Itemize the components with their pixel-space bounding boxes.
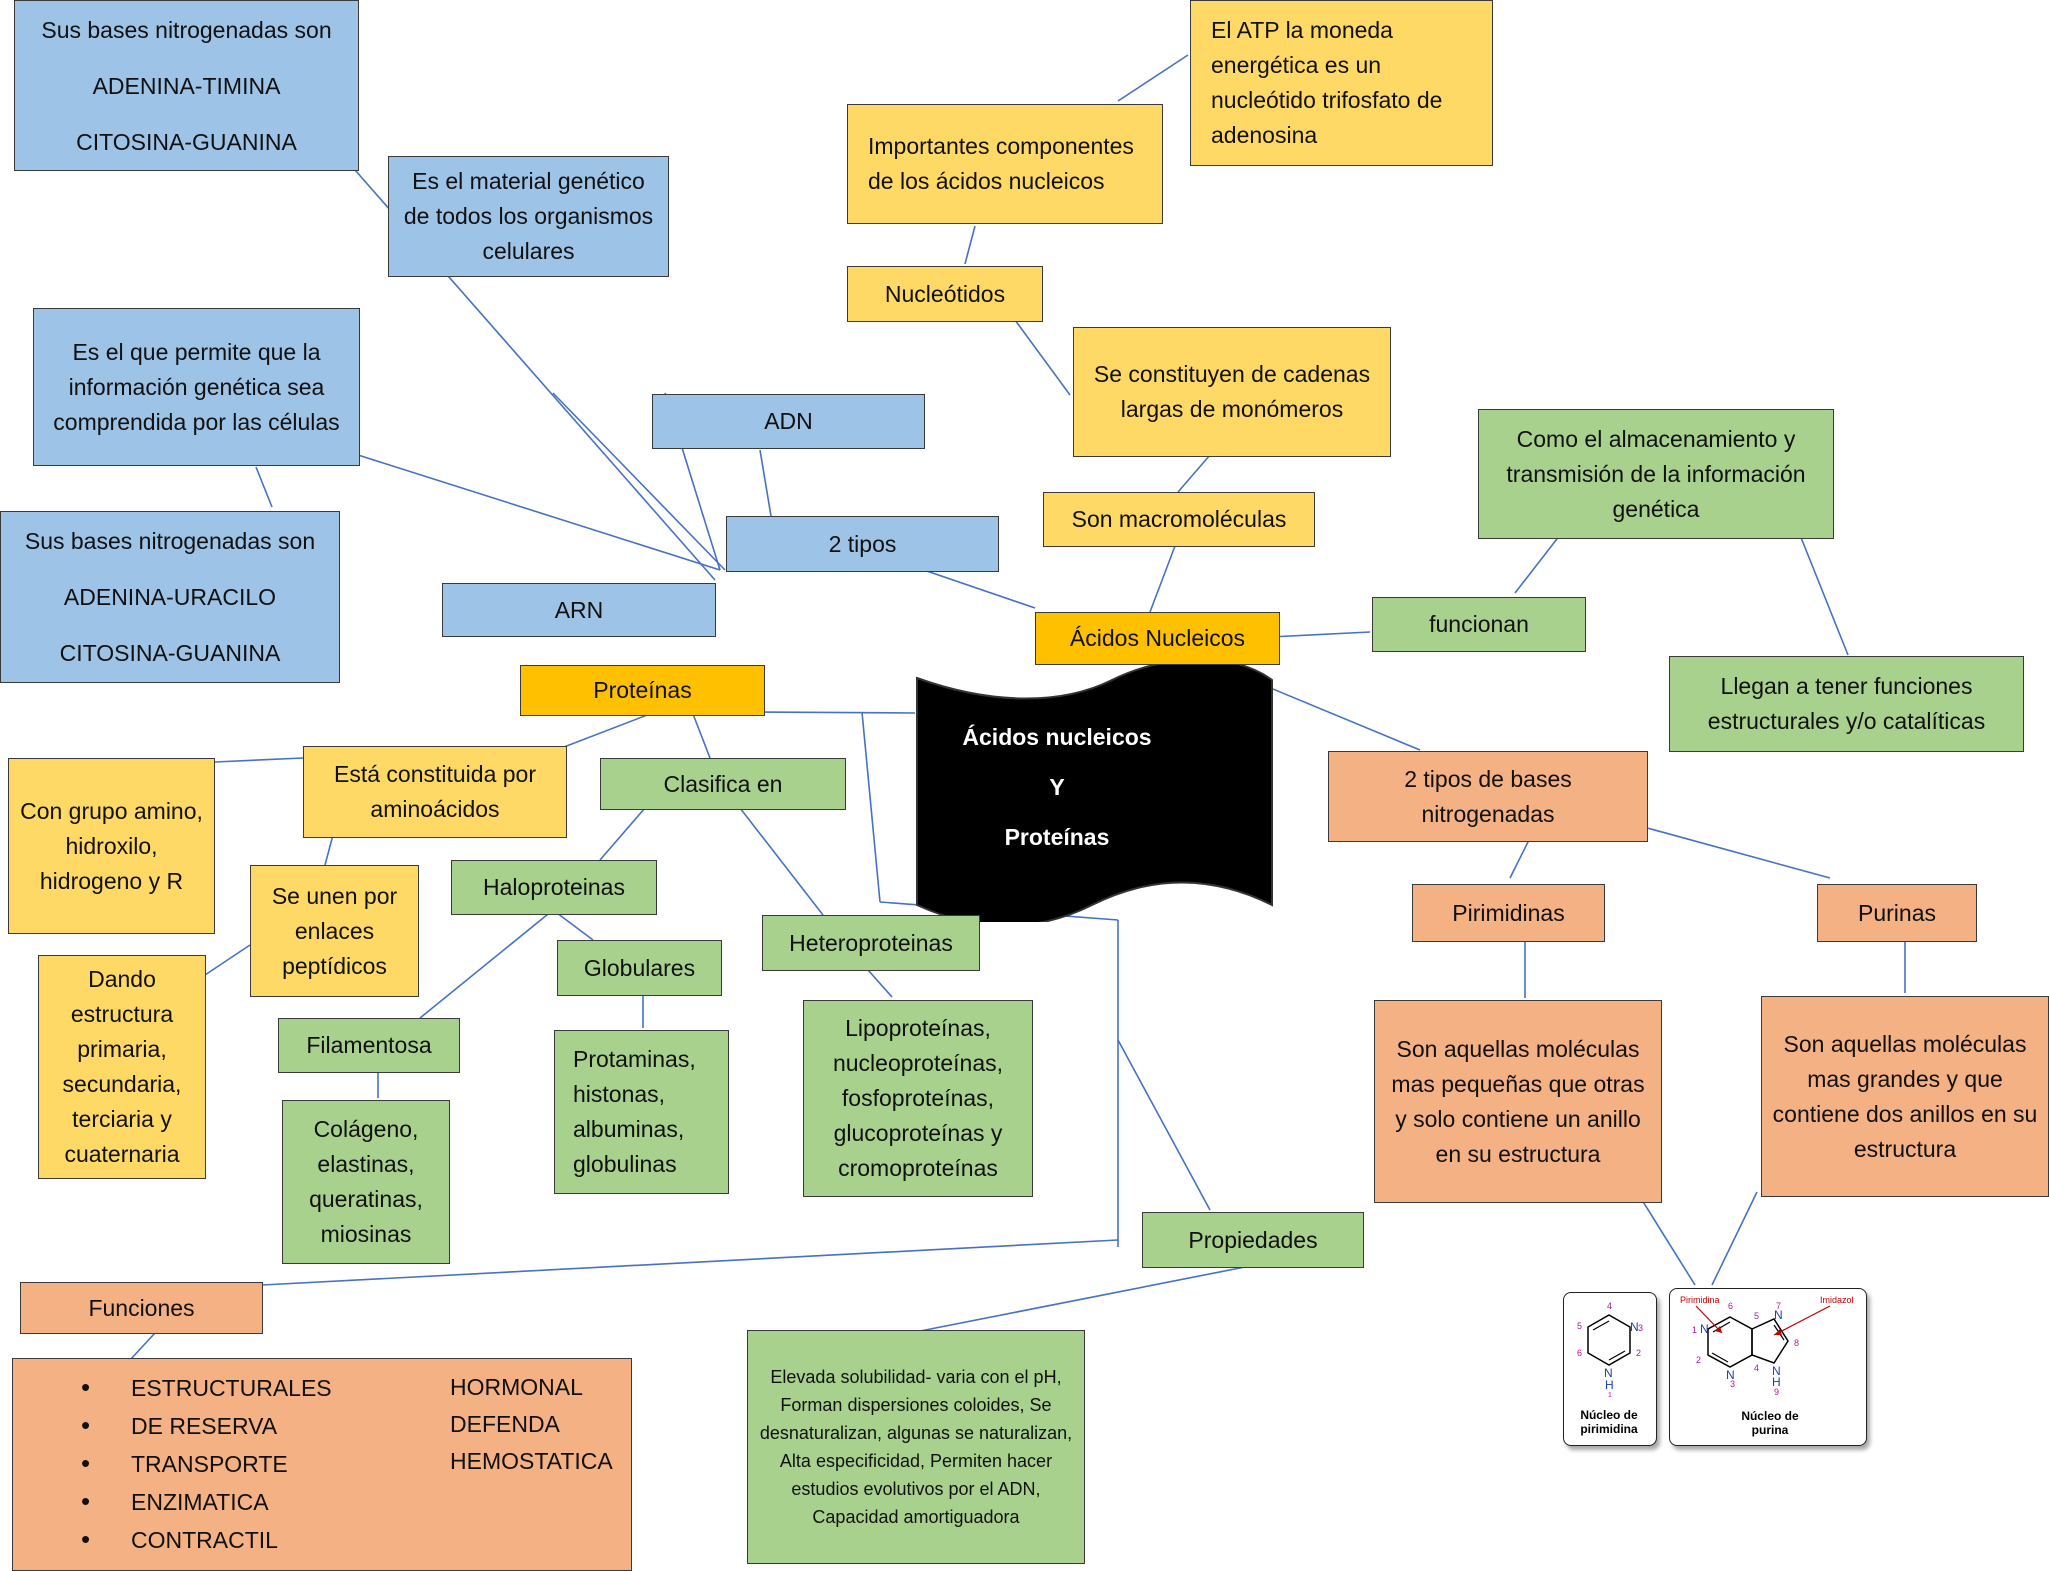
- svg-text:N: N: [1774, 1308, 1783, 1322]
- filamentosa-node: Filamentosa: [278, 1018, 460, 1073]
- grupo-node: Con grupo amino, hidroxilo, hidrogeno y …: [8, 758, 215, 934]
- funciones-list-col2: HORMONAL DEFENDA HEMOSTATICA: [450, 1369, 613, 1480]
- funcion-item-text: DE RESERVA: [131, 1413, 278, 1439]
- pyrimidine-structure-icon: N N H 4 5 6 3 2 1: [1577, 1301, 1643, 1399]
- funciones-list-box: ESTRUCTURALES DE RESERVA TRANSPORTE ENZI…: [12, 1358, 632, 1571]
- bases-arn-line2: ADENINA-URACILO: [63, 584, 277, 610]
- svg-text:4: 4: [1607, 1301, 1612, 1311]
- svg-text:5: 5: [1754, 1311, 1759, 1321]
- svg-text:9: 9: [1774, 1387, 1779, 1397]
- funcionan-node: funcionan: [1372, 597, 1586, 652]
- cadenas-node: Se constituyen de cadenas largas de monó…: [1073, 327, 1391, 457]
- central-title: Ácidos nucleicos Y Proteínas: [912, 712, 1202, 862]
- purine-structure-icon: N N N N H 1 6 5 7 8 9 4 3 2 Pirimidina I…: [1680, 1295, 1854, 1397]
- pirimidina-label: Pirimidina: [1680, 1295, 1720, 1305]
- funciones-list-col1: ESTRUCTURALES DE RESERVA TRANSPORTE ENZI…: [13, 1369, 332, 1559]
- central-title-line1: Ácidos nucleicos: [962, 724, 1152, 750]
- svg-text:N: N: [1772, 1364, 1781, 1378]
- svg-text:1: 1: [1692, 1325, 1697, 1335]
- atp-node: El ATP la moneda energética es un nucleó…: [1190, 0, 1493, 166]
- heteroproteinas-node: Heteroproteinas: [762, 915, 980, 971]
- propiedades-node: Propiedades: [1142, 1212, 1364, 1268]
- svg-text:N: N: [1604, 1366, 1613, 1380]
- adn-node: ADN: [652, 394, 925, 449]
- material-genetico-node: Es el material genético de todos los org…: [388, 156, 669, 277]
- heteroproteinas-ej-node: Lipoproteínas, nucleoproteínas, fosfopro…: [803, 1000, 1033, 1197]
- nucleotidos-node: Nucleótidos: [847, 266, 1043, 322]
- globulares-ej-node: Protaminas, histonas, albuminas, globuli…: [554, 1030, 729, 1194]
- svg-text:N: N: [1630, 1320, 1639, 1334]
- filamentosa-ej-node: Colágeno, elastinas, queratinas, miosina…: [282, 1100, 450, 1264]
- imidazol-label: Imidazol: [1820, 1295, 1854, 1305]
- funcion-item: HORMONAL: [450, 1374, 583, 1400]
- svg-text:6: 6: [1728, 1301, 1733, 1311]
- componentes-node: Importantes componentes de los ácidos nu…: [847, 104, 1163, 224]
- funciones-estructurales-node: Llegan a tener funciones estructurales y…: [1669, 656, 2024, 752]
- bases-adn-line3: CITOSINA-GUANINA: [76, 128, 297, 155]
- bases-arn-line1: Sus bases nitrogenadas son: [24, 528, 316, 554]
- central-title-line2: Y: [1049, 774, 1065, 800]
- funcion-item: CONTRACTIL: [13, 1521, 332, 1559]
- purinas-node: Purinas: [1817, 884, 1977, 942]
- svg-text:6: 6: [1577, 1348, 1582, 1358]
- svg-text:4: 4: [1754, 1363, 1759, 1373]
- purine-caption: Núcleo de purina: [1741, 1409, 1799, 1437]
- svg-text:5: 5: [1577, 1321, 1582, 1331]
- funciones-node: Funciones: [20, 1282, 263, 1334]
- funcion-item: DEFENDA: [450, 1411, 560, 1437]
- svg-text:2: 2: [1636, 1348, 1641, 1358]
- arn-node: ARN: [442, 583, 716, 637]
- svg-text:3: 3: [1730, 1379, 1735, 1389]
- propiedades-desc-node: Elevada solubilidad- varia con el pH, Fo…: [747, 1330, 1085, 1564]
- permite-node: Es el que permite que la información gen…: [33, 308, 360, 466]
- bases-adn-line1: Sus bases nitrogenadas son: [41, 16, 332, 43]
- enlaces-node: Se unen por enlaces peptídicos: [250, 865, 419, 997]
- svg-text:H: H: [1772, 1375, 1781, 1389]
- funcion-item-text: TRANSPORTE: [131, 1451, 288, 1477]
- central-wave-banner: [916, 660, 1273, 922]
- pyrimidine-figure: N N H 4 5 6 3 2 1: [1563, 1292, 1657, 1446]
- almacenamiento-node: Como el almacenamiento y transmisión de …: [1478, 409, 1834, 539]
- proteinas-node: Proteínas: [520, 665, 765, 716]
- pyrimidine-caption: Núcleo de pirimidina: [1580, 1408, 1638, 1436]
- svg-text:7: 7: [1776, 1301, 1781, 1311]
- svg-text:2: 2: [1696, 1355, 1701, 1365]
- acidos-nucleicos-node: Ácidos Nucleicos: [1035, 612, 1280, 665]
- purinas-desc-node: Son aquellas moléculas mas grandes y que…: [1761, 996, 2049, 1197]
- globulares-node: Globulares: [557, 940, 722, 996]
- dos-tipos-node: 2 tipos: [726, 516, 999, 572]
- pirimidinas-node: Pirimidinas: [1412, 884, 1605, 942]
- funcion-item: TRANSPORTE: [13, 1445, 332, 1483]
- clasifica-node: Clasifica en: [600, 758, 846, 810]
- funcion-item: DE RESERVA: [13, 1407, 332, 1445]
- haloproteinas-node: Haloproteinas: [451, 860, 657, 915]
- svg-text:N: N: [1700, 1322, 1709, 1336]
- funcion-item-text: ESTRUCTURALES: [131, 1375, 332, 1401]
- bases-tipos-node: 2 tipos de bases nitrogenadas: [1328, 751, 1648, 842]
- bases-adn-line2: ADENINA-TIMINA: [92, 72, 281, 99]
- funcion-item: ESTRUCTURALES: [13, 1369, 332, 1407]
- estructura-node: Dando estructura primaria, secundaria, t…: [38, 955, 206, 1179]
- svg-text:8: 8: [1794, 1338, 1799, 1348]
- svg-text:1: 1: [1608, 1392, 1612, 1399]
- svg-text:N: N: [1726, 1368, 1735, 1382]
- funcion-item: HEMOSTATICA: [450, 1448, 613, 1474]
- purine-figure: N N N N H 1 6 5 7 8 9 4 3 2 Pirimidina I…: [1669, 1288, 1867, 1446]
- svg-text:H: H: [1605, 1378, 1614, 1392]
- central-title-line3: Proteínas: [1004, 824, 1110, 850]
- pirimidinas-desc-node: Son aquellas moléculas mas pequeñas que …: [1374, 1000, 1662, 1203]
- funcion-item-text: CONTRACTIL: [131, 1527, 278, 1553]
- constituida-node: Está constituida por aminoácidos: [303, 746, 567, 838]
- svg-text:3: 3: [1638, 1323, 1643, 1333]
- funcion-item: ENZIMATICA: [13, 1483, 332, 1521]
- bases-arn-line3: CITOSINA-GUANINA: [59, 640, 281, 666]
- macromoleculas-node: Son macromoléculas: [1043, 492, 1315, 547]
- funcion-item-text: ENZIMATICA: [131, 1489, 269, 1515]
